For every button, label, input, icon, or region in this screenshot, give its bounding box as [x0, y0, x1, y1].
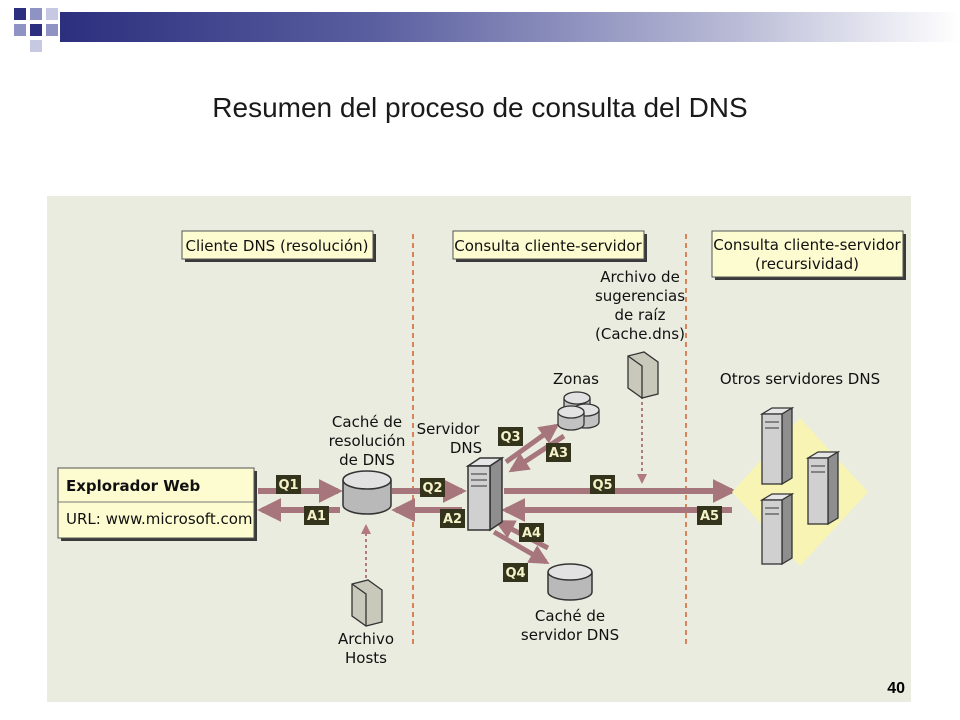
- server-cache-label-2: servidor DNS: [521, 626, 619, 644]
- section-note-client-server: Consulta cliente-servidor: [452, 230, 647, 262]
- svg-text:A4: A4: [522, 526, 541, 541]
- web-browser-box: Explorador Web URL: www.microsoft.com: [57, 467, 257, 541]
- title-gradient-band: [60, 12, 960, 42]
- arrow-a3: [508, 433, 566, 473]
- other-servers-label: Otros servidores DNS: [720, 370, 880, 388]
- dns-server-label-2: DNS: [450, 439, 482, 457]
- other-server-1-icon: [759, 406, 795, 486]
- section-label-client: Cliente DNS (resolución): [185, 237, 368, 255]
- svg-text:Q1: Q1: [278, 478, 298, 493]
- hosts-file-label-1: Archivo: [338, 630, 394, 648]
- resolver-cache-label-2: resolución: [329, 432, 406, 450]
- server-cache-icon: [547, 563, 593, 601]
- tag-a3: A3: [546, 443, 571, 462]
- hosts-file-label-2: Hosts: [345, 649, 387, 667]
- zones-label: Zonas: [553, 370, 599, 388]
- section-label-client-server: Consulta cliente-servidor: [454, 237, 642, 255]
- svg-text:Q3: Q3: [500, 430, 520, 445]
- tag-a2: A2: [440, 509, 465, 528]
- browser-title: Explorador Web: [66, 477, 200, 495]
- section-note-recursion: Consulta cliente-servidor (recursividad): [711, 230, 906, 280]
- tag-q4: Q4: [503, 563, 528, 582]
- tag-q1: Q1: [276, 475, 301, 494]
- zones-icon: [557, 391, 600, 431]
- resolver-cache-icon: [342, 470, 392, 515]
- dns-server-icon: [465, 456, 505, 532]
- tag-q3: Q3: [498, 427, 523, 446]
- root-hints-label-3: de raíz: [615, 306, 666, 324]
- root-hints-label-2: sugerencias: [595, 287, 685, 305]
- section-label-recursion-sub: (recursividad): [755, 255, 859, 273]
- root-hints-label-1: Archivo de: [600, 268, 680, 286]
- tag-a4: A4: [519, 523, 544, 542]
- other-server-3-icon: [759, 492, 795, 566]
- slide-title: Resumen del proceso de consulta del DNS: [212, 92, 748, 123]
- tag-a5: A5: [697, 506, 722, 525]
- section-label-recursion: Consulta cliente-servidor: [713, 236, 901, 254]
- tag-a1: A1: [304, 506, 329, 525]
- other-server-2-icon: [805, 450, 841, 526]
- page-number: 40: [887, 680, 905, 697]
- resolver-cache-label-1: Caché de: [332, 413, 402, 431]
- svg-text:A1: A1: [307, 509, 326, 524]
- browser-url: URL: www.microsoft.com: [66, 510, 253, 528]
- svg-text:Q4: Q4: [505, 566, 525, 581]
- hosts-file-icon: [351, 579, 383, 627]
- svg-text:A3: A3: [549, 446, 568, 461]
- tag-q5: Q5: [590, 475, 615, 494]
- dns-server-label-1: Servidor: [417, 420, 481, 438]
- root-hints-file-icon: [627, 351, 659, 399]
- section-note-client: Cliente DNS (resolución): [181, 230, 376, 262]
- root-hints-label-4: (Cache.dns): [595, 325, 685, 343]
- svg-text:Q5: Q5: [592, 478, 612, 493]
- resolver-cache-label-3: de DNS: [339, 451, 395, 469]
- svg-text:A2: A2: [443, 512, 462, 527]
- svg-text:Q2: Q2: [422, 481, 442, 496]
- corner-decoration: [14, 8, 58, 52]
- server-cache-label-1: Caché de: [535, 607, 605, 625]
- tag-q2: Q2: [420, 478, 445, 497]
- svg-text:A5: A5: [700, 509, 719, 524]
